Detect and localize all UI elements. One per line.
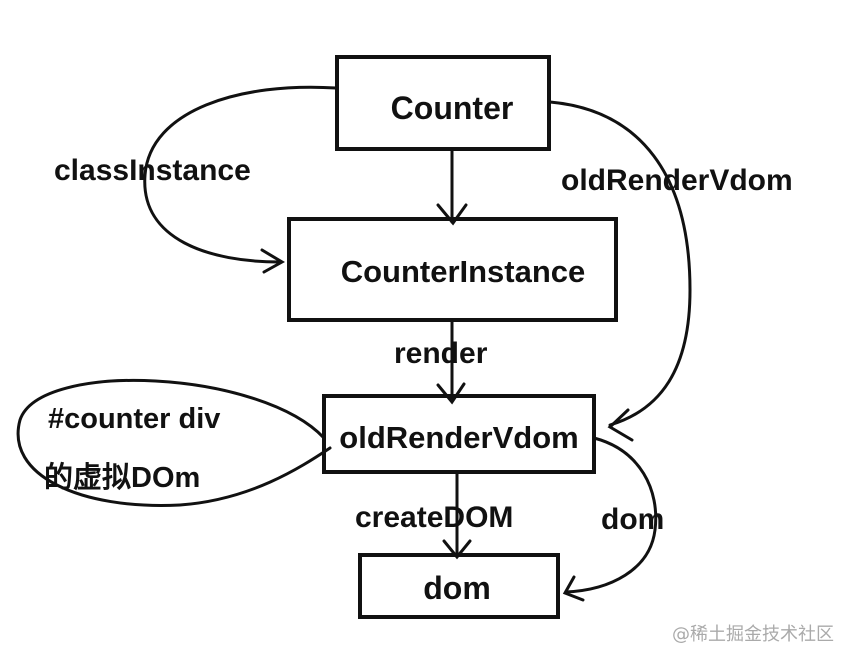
dom-label: dom [423, 570, 491, 606]
annotation-loop [16, 378, 332, 507]
create-dom-label: createDOM [355, 501, 513, 534]
annotation-line-1: #counter div [48, 403, 220, 435]
arrow-counter-to-instance [436, 148, 468, 226]
arrow-old-render-vdom [548, 100, 692, 442]
old-render-vdom-edge-label: oldRenderVdom [561, 164, 793, 197]
class-instance-label: classInstance [54, 154, 251, 187]
arrow-render [436, 319, 466, 405]
counter-instance-box [287, 217, 618, 322]
watermark-text: @稀土掘金技术社区 [672, 624, 834, 645]
counter-label: Counter [391, 90, 514, 126]
dom-edge-label: dom [601, 503, 664, 536]
render-label: render [394, 337, 488, 370]
old-render-vdom-label: oldRenderVdom [339, 420, 578, 455]
counter-box [335, 55, 551, 151]
old-render-vdom-box [322, 394, 596, 474]
arrow-dom [562, 436, 658, 602]
counter-instance-label: CounterInstance [341, 254, 586, 289]
arrow-class-instance [143, 85, 338, 274]
arrow-create-dom [442, 471, 472, 560]
annotation-line-2: 的虚拟DOm [44, 460, 200, 494]
dom-box [358, 553, 560, 619]
